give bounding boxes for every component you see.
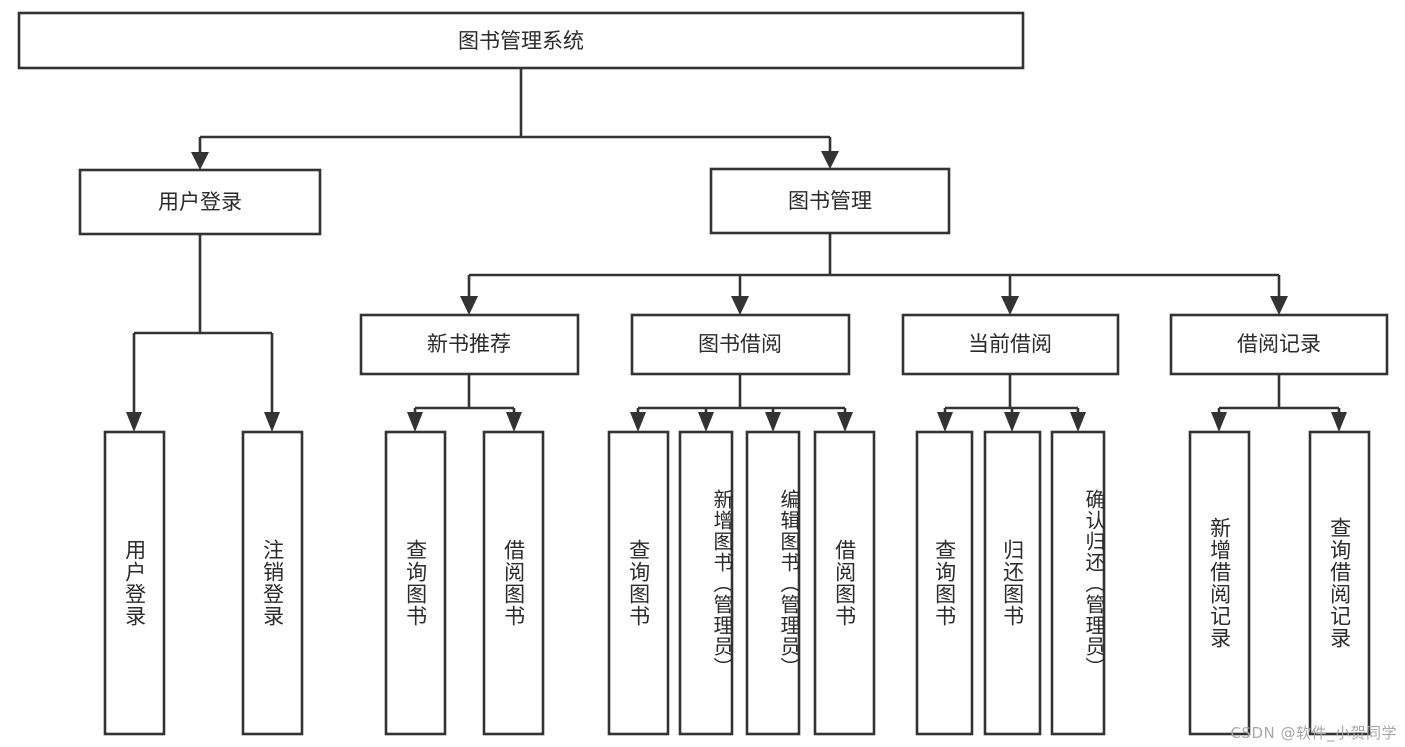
node-new-book-recommend-label: 新书推荐 (427, 332, 511, 356)
connector-layer (126, 68, 1347, 432)
leaf-box-edit-book[interactable] (745, 430, 801, 736)
leaf-box-query-book-2[interactable] (607, 430, 670, 736)
leaf-box-return-book[interactable] (983, 430, 1042, 736)
leaf-box-add-book[interactable] (678, 430, 734, 736)
node-book-borrow-box[interactable] (630, 313, 851, 376)
node-borrow-record[interactable]: 借阅记录 (1169, 313, 1389, 376)
arrow-head-leaf-query-record (1331, 412, 1347, 432)
arrow-head-borrow-record (1270, 296, 1288, 315)
node-root[interactable]: 图书管理系统 (17, 11, 1025, 70)
arrow-head-leaf-add-book (698, 412, 714, 432)
arrow-head-leaf-user-login (126, 412, 142, 432)
leaf-box-query-book-3[interactable] (915, 430, 974, 736)
leaf-box-logout[interactable] (241, 430, 304, 736)
arrow-head-book-borrow (731, 296, 749, 315)
node-new-book-recommend[interactable]: 新书推荐 (359, 313, 580, 376)
arrow-head-leaf-confirm-return (1070, 412, 1086, 432)
arrow-head-user-login (191, 152, 209, 170)
arrow-head-leaf-borrow-book-1 (506, 412, 522, 432)
node-borrow-record-label: 借阅记录 (1237, 332, 1321, 356)
arrow-head-leaf-logout (264, 412, 280, 432)
node-user-login-label: 用户登录 (158, 190, 242, 214)
leaf-box-query-book-1[interactable] (384, 430, 447, 736)
arrow-head-leaf-query-book-2 (630, 412, 646, 432)
node-book-management-label: 图书管理 (788, 189, 872, 213)
node-borrow-record-box[interactable] (1169, 313, 1389, 376)
arrow-head-leaf-borrow-book-2 (837, 412, 853, 432)
leaf-box-query-record[interactable] (1308, 430, 1371, 736)
arrow-head-leaf-query-book-1 (407, 412, 423, 432)
node-book-borrow-label: 图书借阅 (698, 332, 782, 356)
leaf-box-confirm-return[interactable] (1050, 430, 1106, 736)
node-current-borrow-box[interactable] (901, 313, 1120, 376)
leaf-box-borrow-book-2[interactable] (813, 430, 876, 736)
node-book-management-box[interactable] (709, 167, 951, 235)
node-user-login[interactable]: 用户登录 (78, 168, 322, 236)
arrow-head-book-mgmt (821, 151, 839, 169)
arrow-head-leaf-return-book (1004, 412, 1020, 432)
node-book-management[interactable]: 图书管理 (709, 167, 951, 235)
arrow-head-leaf-add-record (1211, 412, 1227, 432)
node-book-borrow[interactable]: 图书借阅 (630, 313, 851, 376)
node-current-borrow-label: 当前借阅 (968, 332, 1052, 356)
leaf-box-add-record[interactable] (1188, 430, 1251, 736)
csdn-watermark: CSDN @软件_小贺同学 (1230, 724, 1397, 742)
arrow-head-leaf-edit-book (765, 412, 781, 432)
node-new-book-recommend-box[interactable] (359, 313, 580, 376)
arrow-head-new-book-rec (460, 296, 478, 315)
node-current-borrow[interactable]: 当前借阅 (901, 313, 1120, 376)
arrow-head-current-borrow (1001, 296, 1019, 315)
leaf-box-borrow-book-1[interactable] (482, 430, 545, 736)
node-user-login-box[interactable] (78, 168, 322, 236)
arrow-head-leaf-query-book-3 (937, 412, 953, 432)
node-root-box[interactable] (17, 11, 1025, 70)
node-root-label: 图书管理系统 (458, 29, 584, 53)
leaf-box-user-login[interactable] (103, 430, 166, 736)
leaf-box-layer (103, 430, 1371, 736)
